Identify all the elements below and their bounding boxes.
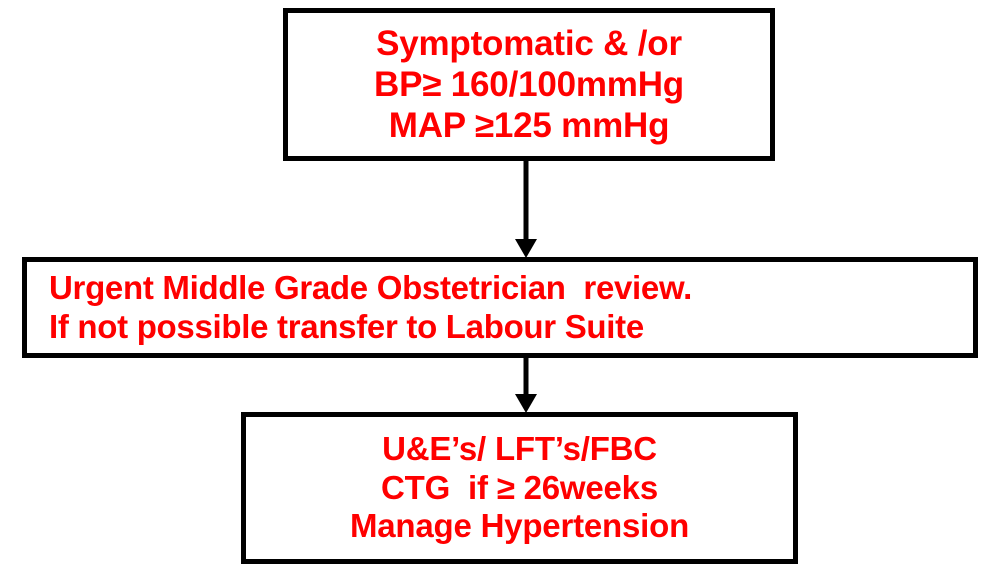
flow-node-investigations[interactable]: U&E’s/ LFT’s/FBC CTG if ≥ 26weeks Manage… bbox=[241, 412, 798, 564]
arrow-review-to-investigations bbox=[512, 358, 540, 413]
arrowhead-down-icon bbox=[515, 394, 537, 413]
arrow-criteria-to-review bbox=[512, 161, 540, 258]
flow-node-investigations-line-1: U&E’s/ LFT’s/FBC bbox=[382, 429, 657, 467]
flow-node-investigations-line-3: Manage Hypertension bbox=[349, 507, 690, 545]
flow-node-review[interactable]: Urgent Middle Grade Obstetrician review.… bbox=[22, 257, 978, 358]
arrow-shaft bbox=[523, 358, 529, 395]
arrowhead-down-icon bbox=[515, 239, 537, 258]
arrow-shaft bbox=[523, 161, 529, 240]
flow-node-investigations-line-2: CTG if ≥ 26weeks bbox=[381, 468, 658, 506]
flow-node-review-line-2: If not possible transfer to Labour Suite bbox=[49, 307, 644, 345]
flow-node-criteria[interactable]: Symptomatic & /or BP≥ 160/100mmHg MAP ≥1… bbox=[283, 8, 775, 161]
flow-node-criteria-line-3: MAP ≥125 mmHg bbox=[388, 106, 670, 146]
flow-node-criteria-line-1: Symptomatic & /or bbox=[376, 23, 682, 63]
flow-node-criteria-line-2: BP≥ 160/100mmHg bbox=[374, 64, 684, 104]
flow-node-review-line-1: Urgent Middle Grade Obstetrician review. bbox=[49, 268, 692, 306]
